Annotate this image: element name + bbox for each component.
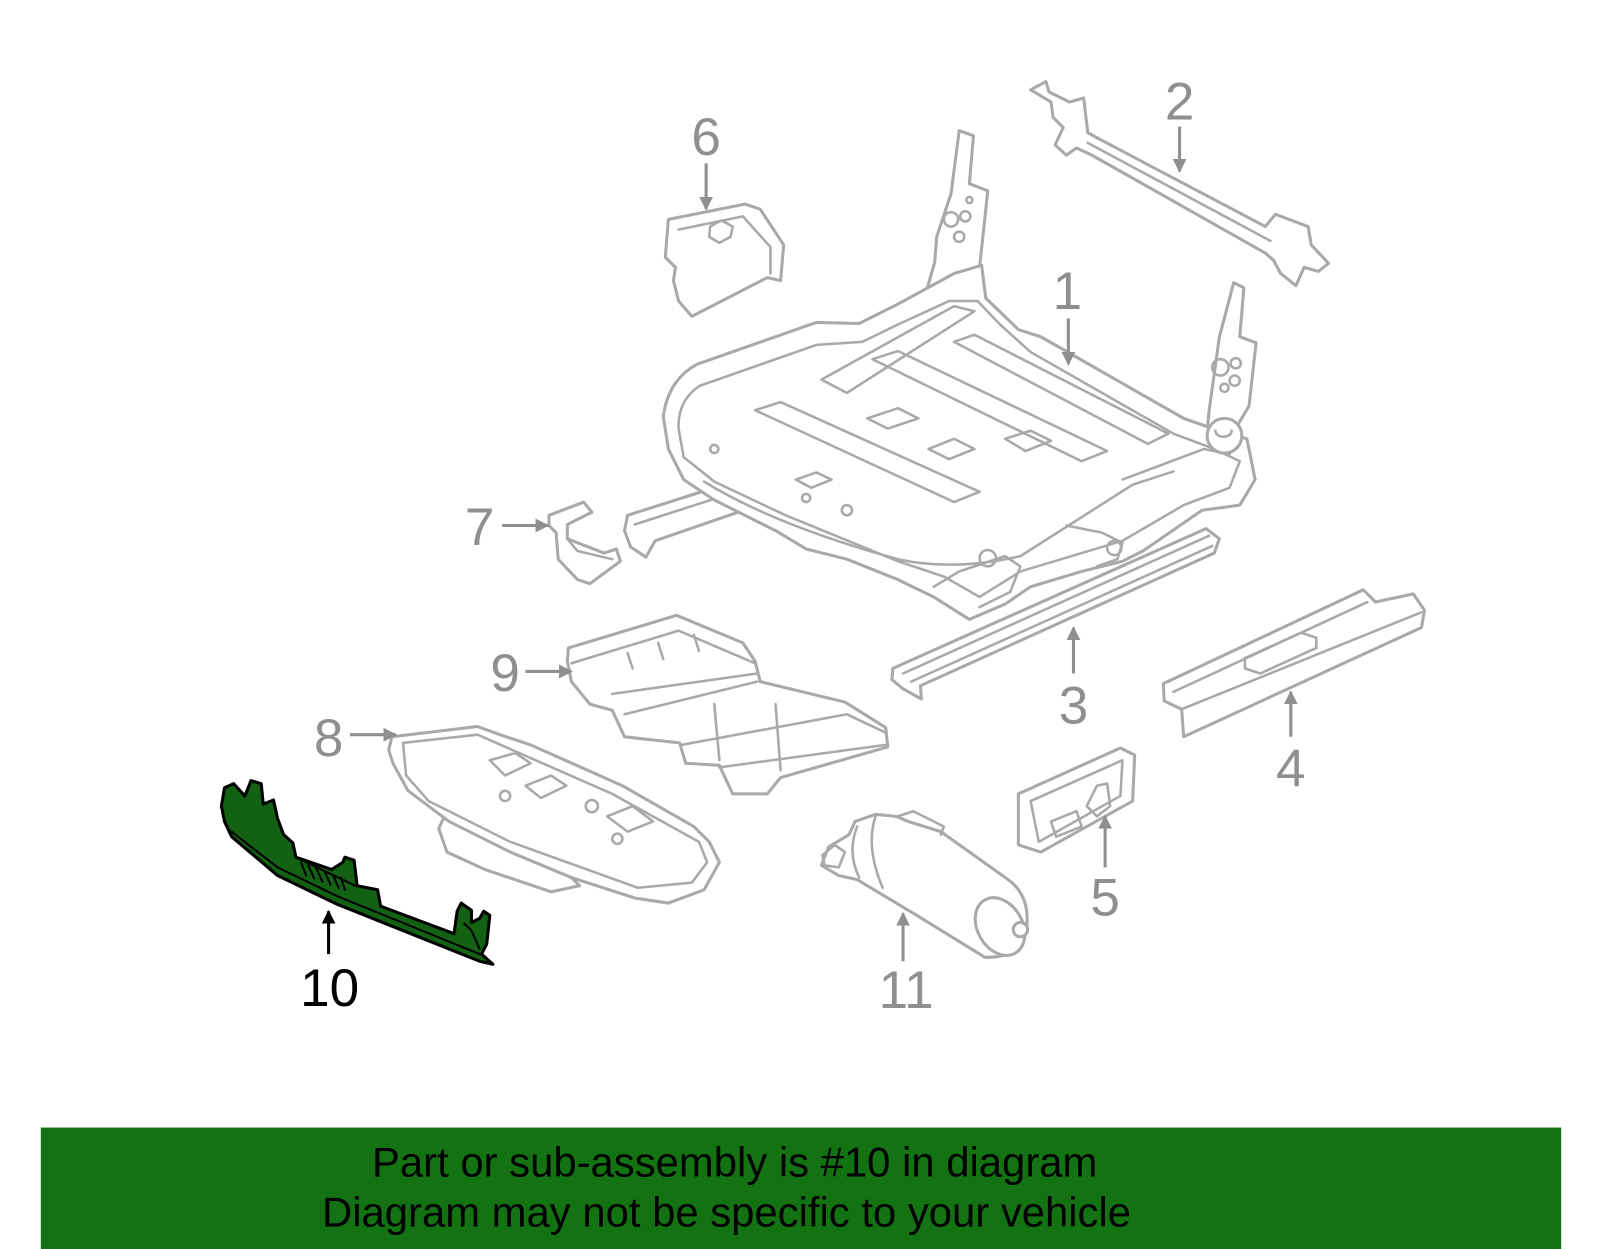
part-5-outline	[1016, 746, 1137, 854]
part-7-clip	[547, 500, 622, 586]
part-5-seat-switch	[1016, 746, 1137, 854]
part-11-end-cap	[973, 896, 1027, 957]
part-3-edges	[901, 534, 1214, 683]
callout-4-label: 4	[1276, 740, 1306, 799]
part-1-seat-pan-details	[677, 299, 1242, 609]
part-8-cushion-pan	[387, 725, 721, 905]
part-7-edge	[566, 537, 614, 561]
part-2-outline	[1029, 80, 1331, 288]
part-2-edge	[1086, 141, 1272, 243]
callout-9-label: 9	[490, 644, 520, 703]
part-9-outline	[565, 613, 890, 796]
part-4-details	[1172, 600, 1423, 711]
part-6-outline	[663, 202, 786, 318]
part-9-tray	[565, 613, 890, 796]
part-11-shaft	[1011, 921, 1030, 939]
callout-2-label: 2	[1165, 72, 1195, 131]
part-8-outline	[387, 725, 721, 905]
part-11-details	[821, 809, 946, 890]
part-1-right-upright-holes	[1210, 356, 1243, 394]
info-banner-line-2: Diagram may not be specific to your vehi…	[322, 1189, 1131, 1236]
info-banner-background	[40, 1127, 1562, 1249]
part-8-details	[401, 733, 709, 890]
part-9-details	[570, 629, 887, 772]
part-1-left-rail-edge	[633, 493, 728, 526]
part-4-rail-cover	[1161, 588, 1427, 739]
part-6-bracket	[663, 202, 786, 318]
part-6-details	[677, 215, 772, 275]
part-1-left-upright-holes	[942, 195, 974, 244]
info-banner-line-1: Part or sub-assembly is #10 in diagram	[372, 1139, 1097, 1186]
info-banner: Part or sub-assembly is #10 in diagram D…	[40, 1127, 1562, 1249]
callout-1-label: 1	[1053, 262, 1083, 321]
callout-6-label: 6	[691, 108, 721, 167]
part-3-track-rail	[890, 527, 1221, 701]
part-10-outline	[219, 779, 495, 966]
part-10-ribs	[226, 827, 481, 956]
part-1-recliner-knob-face	[1214, 429, 1233, 438]
callout-5-label: 5	[1090, 868, 1120, 927]
part-11-motor	[819, 809, 1030, 959]
part-2-cross-bar	[1029, 80, 1331, 288]
part-7-outline	[547, 500, 622, 586]
callout-8-label: 8	[314, 709, 344, 768]
callout-10-label: 10	[300, 959, 359, 1018]
callout-7-label: 7	[465, 498, 495, 557]
part-3-outline	[890, 527, 1221, 701]
callout-3-label: 3	[1059, 676, 1089, 735]
part-1-seat-frame	[622, 129, 1258, 621]
part-5-buttons	[1029, 758, 1124, 844]
part-10-bracket	[219, 779, 495, 966]
callout-11-label: 11	[879, 961, 934, 1020]
